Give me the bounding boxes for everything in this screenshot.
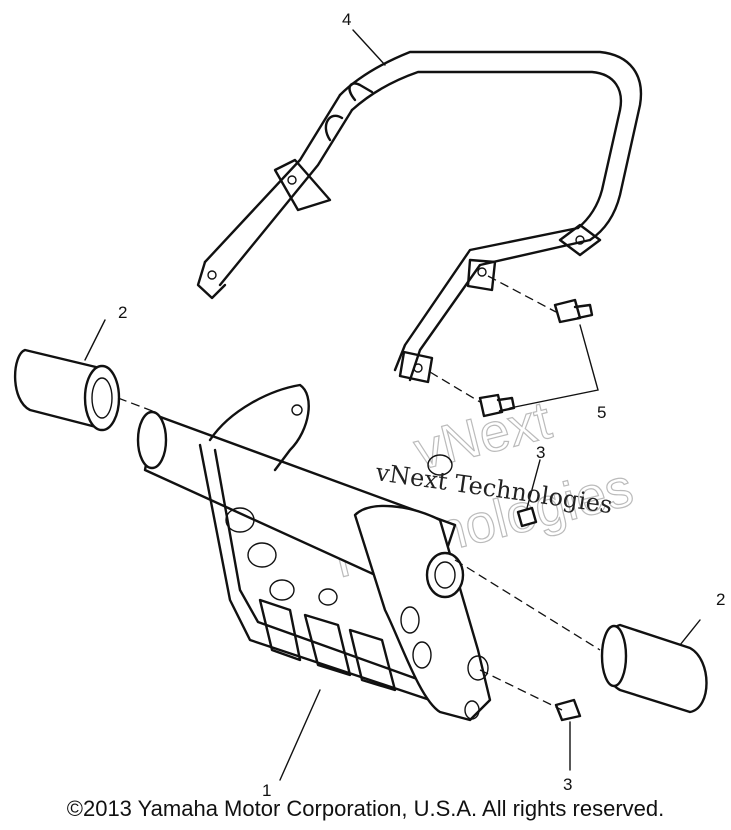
bolt-part-3 <box>479 459 582 771</box>
callout-2-left: 2 <box>118 303 127 322</box>
grab-bar-part-4 <box>196 50 643 384</box>
callout-5: 5 <box>597 403 606 422</box>
callout-4: 4 <box>342 10 351 29</box>
leader-4 <box>352 29 386 66</box>
end-cap-right-part-2 <box>600 619 708 714</box>
bolt-part-5 <box>429 275 599 418</box>
bumper-bracket-part-1 <box>136 383 492 781</box>
callout-3-lower: 3 <box>563 775 572 794</box>
copyright-notice: ©2013 Yamaha Motor Corporation, U.S.A. A… <box>66 796 665 821</box>
axis-line-left <box>117 397 156 413</box>
callout-3-upper: 3 <box>536 443 545 462</box>
axis-line-right <box>454 559 601 651</box>
callout-1: 1 <box>262 781 271 800</box>
end-cap-left-part-2 <box>13 319 121 432</box>
callout-2-right: 2 <box>716 590 725 609</box>
